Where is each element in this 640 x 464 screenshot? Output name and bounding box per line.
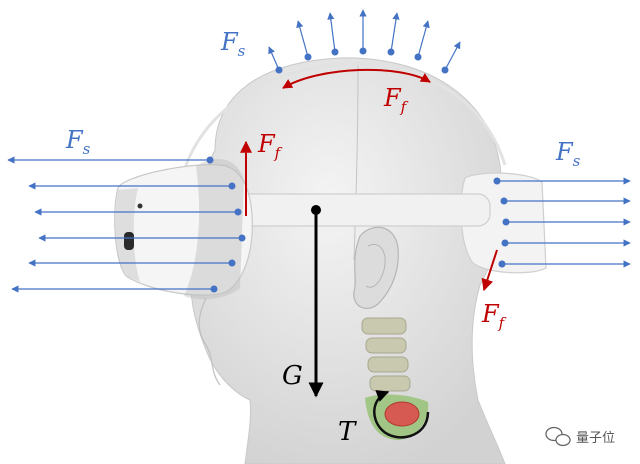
label-gravity: G <box>282 361 303 391</box>
label-ff-top: Ff <box>383 84 409 116</box>
back-support-points <box>493 177 510 268</box>
wechat-icon <box>545 426 571 447</box>
back-friction-arrow <box>481 249 498 292</box>
label-torque: T <box>338 417 357 447</box>
watermark-text: 量子位 <box>576 431 615 446</box>
visor-sensor <box>124 232 134 250</box>
top-friction-arrow <box>282 68 431 89</box>
pressure-spot <box>384 401 420 427</box>
watermark: 量子位 <box>545 426 615 447</box>
center-of-mass <box>311 205 321 215</box>
label-ff-back: Ff <box>481 300 507 332</box>
back-support-arrows <box>497 177 631 268</box>
label-fs-right: Fs <box>555 138 581 170</box>
ear-inner <box>365 244 386 288</box>
front-support-points <box>206 156 246 293</box>
label-fs-top: Fs <box>220 28 246 60</box>
visor-camera <box>137 203 143 209</box>
torque-arrow <box>373 390 430 439</box>
face-profile <box>198 297 221 386</box>
ear <box>353 226 399 309</box>
top-support-arrows <box>268 9 461 71</box>
front-support-arrows <box>7 156 242 293</box>
top-strap <box>183 62 507 169</box>
label-ff-front: Ff <box>257 130 283 162</box>
top-support-points <box>275 47 449 74</box>
label-fs-left: Fs <box>65 126 91 158</box>
head-shape <box>186 57 506 464</box>
skull-midline <box>353 61 359 261</box>
